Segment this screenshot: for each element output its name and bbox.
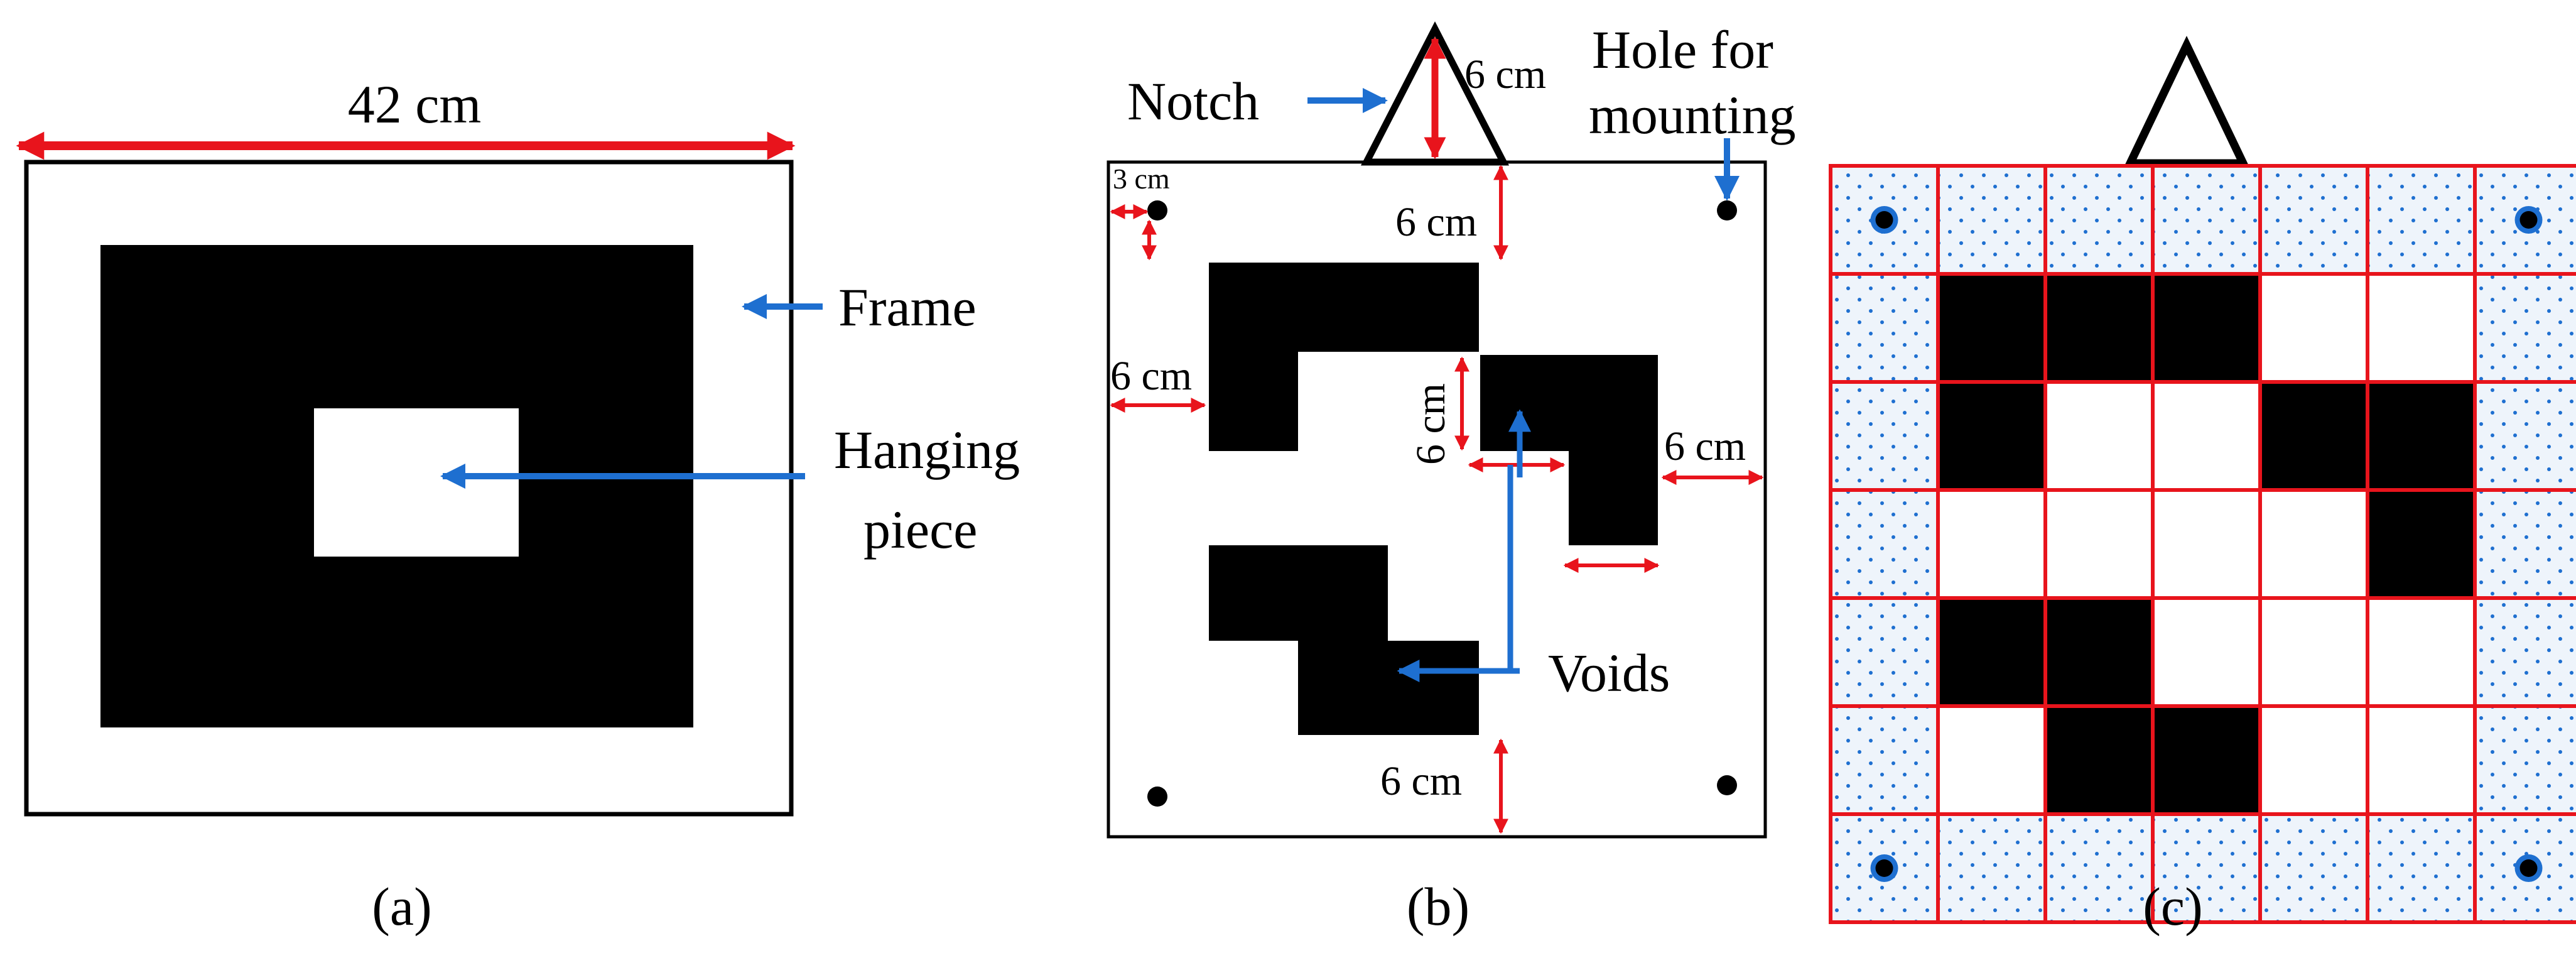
grid-cell-border [2043,812,2155,924]
grid-cell-void [2043,596,2155,708]
hanging-label-line1: Hanging [834,420,1020,480]
grid-cell-void [2258,380,2369,492]
notch-dim-label: 6 cm [1464,52,1546,97]
panel-c: (c) [1829,35,2576,937]
grid-cell-border [1829,596,1940,708]
grid-cell-border [2473,596,2576,708]
grid-cell-empty [2258,488,2369,600]
grid-hole [2519,211,2538,229]
mounting-hole-bottom-right [1717,775,1737,795]
grid-cell-border [1829,272,1940,384]
panel-c-notch [2123,35,2250,168]
grid-cell-border [2366,164,2477,276]
grid-cell-empty [2258,704,2369,816]
grid-hole [1875,859,1893,877]
grid-cell-border [2473,380,2576,492]
grid-cell-border [1829,488,1940,600]
grid-cell-void [1936,272,2047,384]
void-shape-1 [1209,263,1479,451]
right-margin-label: 6 cm [1664,423,1746,469]
panel-c-grid [1829,164,2576,924]
grid-cell-empty [2258,272,2369,384]
width-dimension-label: 42 cm [348,74,482,134]
hanging-label-line2: piece [863,499,977,560]
void-gap-label: 6 cm [1408,383,1454,465]
caption-b: (b) [1407,876,1469,937]
panel-a: 42 cm Frame Hanging piece (a) [16,74,1020,937]
grid-cell-empty [2258,596,2369,708]
grid-hole [2519,859,2538,877]
grid-cell-void [2366,488,2477,600]
frame-label: Frame [838,277,977,337]
panel-b: 6 cm Notch Hole for mounting 3 cm 6 cm 6… [1107,19,1796,937]
voids-label: Voids [1548,643,1670,703]
grid-cell-void [2366,380,2477,492]
grid-cell-border [1829,704,1940,816]
grid-cell-border [2043,164,2155,276]
left-margin-label: 6 cm [1110,353,1192,399]
hole-label-line2: mounting [1589,85,1796,145]
void-shape-3 [1209,545,1479,735]
grid-cell-void [2151,704,2262,816]
hanging-piece [314,408,519,557]
grid-cell-empty [2151,488,2262,600]
mounting-hole-top-left [1147,200,1167,220]
grid-cell-border [2151,164,2262,276]
top-margin-label: 6 cm [1395,199,1477,245]
void-shape-2 [1480,355,1658,545]
grid-cell-empty [2151,596,2262,708]
notch-label: Notch [1127,71,1259,131]
hole-label-line1: Hole for [1592,19,1773,80]
grid-cell-border [2473,272,2576,384]
grid-cell-void [2043,272,2155,384]
grid-cell-border [2258,164,2369,276]
grid-cell-empty [2043,380,2155,492]
grid-cell-border [2473,704,2576,816]
bottom-margin-label: 6 cm [1380,758,1462,804]
hole-offset-label: 3 cm [1113,163,1170,195]
grid-cell-border [1936,812,2047,924]
caption-c: (c) [2143,876,2202,937]
grid-cell-void [2151,272,2262,384]
grid-cell-border [2366,812,2477,924]
grid-cell-border [2473,812,2576,924]
grid-cell-empty [1936,704,2047,816]
grid-cell-empty [2151,380,2262,492]
mounting-hole-bottom-left [1147,787,1167,807]
grid-cell-void [2043,704,2155,816]
grid-cell-empty [2366,704,2477,816]
grid-cell-empty [2366,272,2477,384]
grid-cell-border [1829,380,1940,492]
grid-cell-empty [1936,488,2047,600]
mounting-hole-top-right [1717,200,1737,220]
grid-cell-empty [2366,596,2477,708]
grid-hole [1875,211,1893,229]
caption-a: (a) [372,876,431,937]
grid-cell-border [1936,164,2047,276]
grid-cell-border [2473,488,2576,600]
grid-cell-empty [2043,488,2155,600]
grid-cell-border [2258,812,2369,924]
grid-cell-void [1936,596,2047,708]
grid-cell-void [1936,380,2047,492]
